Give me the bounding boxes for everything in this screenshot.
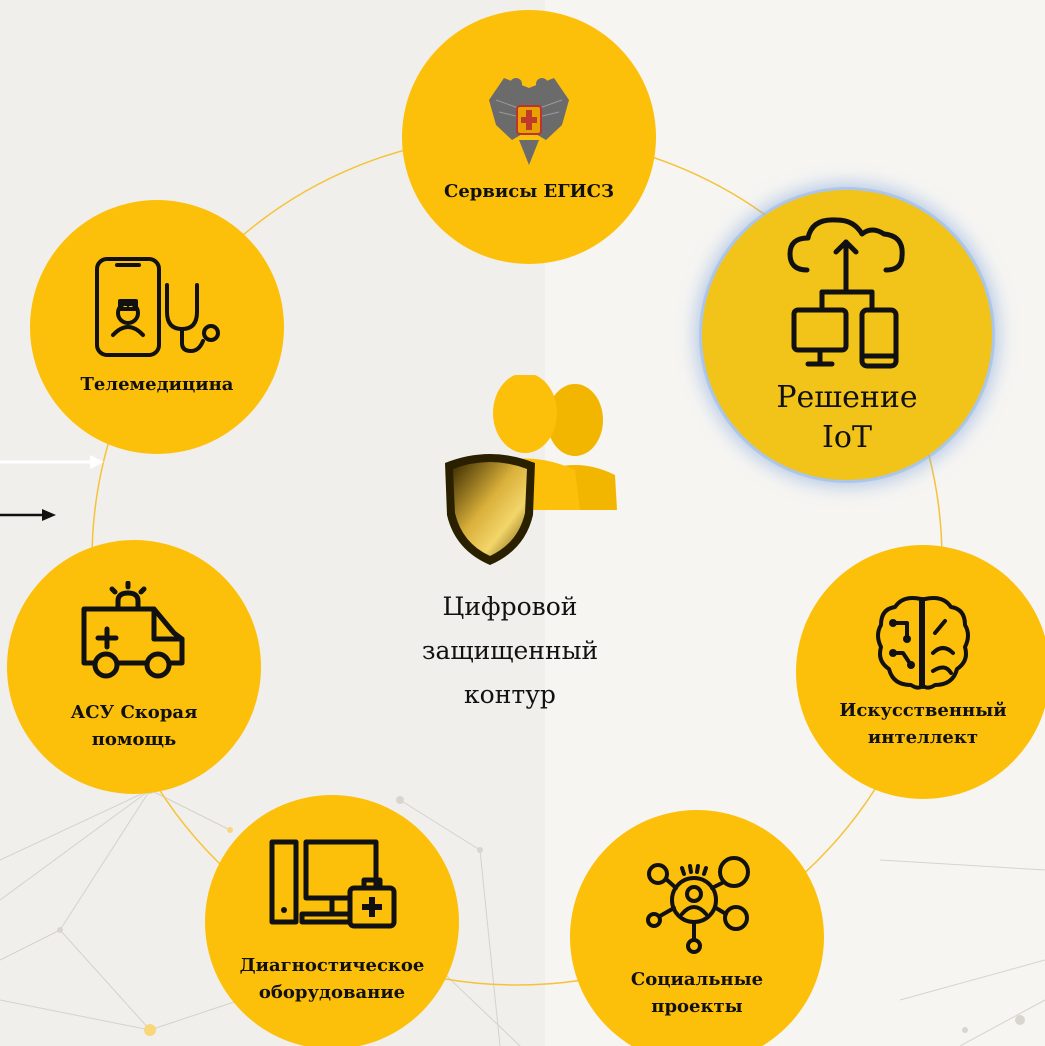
- arrow-black: [0, 509, 56, 521]
- node-iot-label: Решение IoT: [776, 380, 918, 455]
- coat-of-arms-icon: [489, 77, 569, 165]
- phone-stethoscope-icon: [95, 256, 220, 357]
- node-diagnostic[interactable]: Диагностическое оборудование: [205, 795, 459, 1046]
- people-network-icon: [646, 856, 750, 954]
- node-ambulance-label: АСУ Скорая помощь: [70, 702, 198, 750]
- node-ai-label: Искусственный интеллект: [839, 700, 1007, 748]
- node-telemedicine[interactable]: Телемедицина: [30, 200, 284, 454]
- cloud-devices-icon: [787, 217, 905, 369]
- node-egisz-label: Сервисы ЕГИСЗ: [444, 180, 614, 202]
- node-ai[interactable]: Искусственный интеллект: [796, 545, 1045, 799]
- node-social-label: Социальные проекты: [630, 969, 764, 1017]
- node-social[interactable]: Социальные проекты: [570, 810, 824, 1046]
- node-diagnostic-label: Диагностическое оборудование: [239, 955, 425, 1003]
- node-ambulance[interactable]: АСУ Скорая помощь: [7, 540, 261, 794]
- arrow-white: [0, 455, 104, 469]
- node-iot[interactable]: Решение IoT: [702, 190, 992, 480]
- node-telemedicine-label: Телемедицина: [80, 373, 234, 395]
- brain-circuit-icon: [876, 596, 970, 690]
- center-label: Цифровой защищенный контур: [421, 592, 599, 709]
- computer-medkit-icon: [269, 839, 397, 929]
- shield-people-icon: [445, 375, 617, 565]
- node-egisz[interactable]: Сервисы ЕГИСЗ: [402, 10, 656, 264]
- ambulance-icon: [81, 581, 185, 679]
